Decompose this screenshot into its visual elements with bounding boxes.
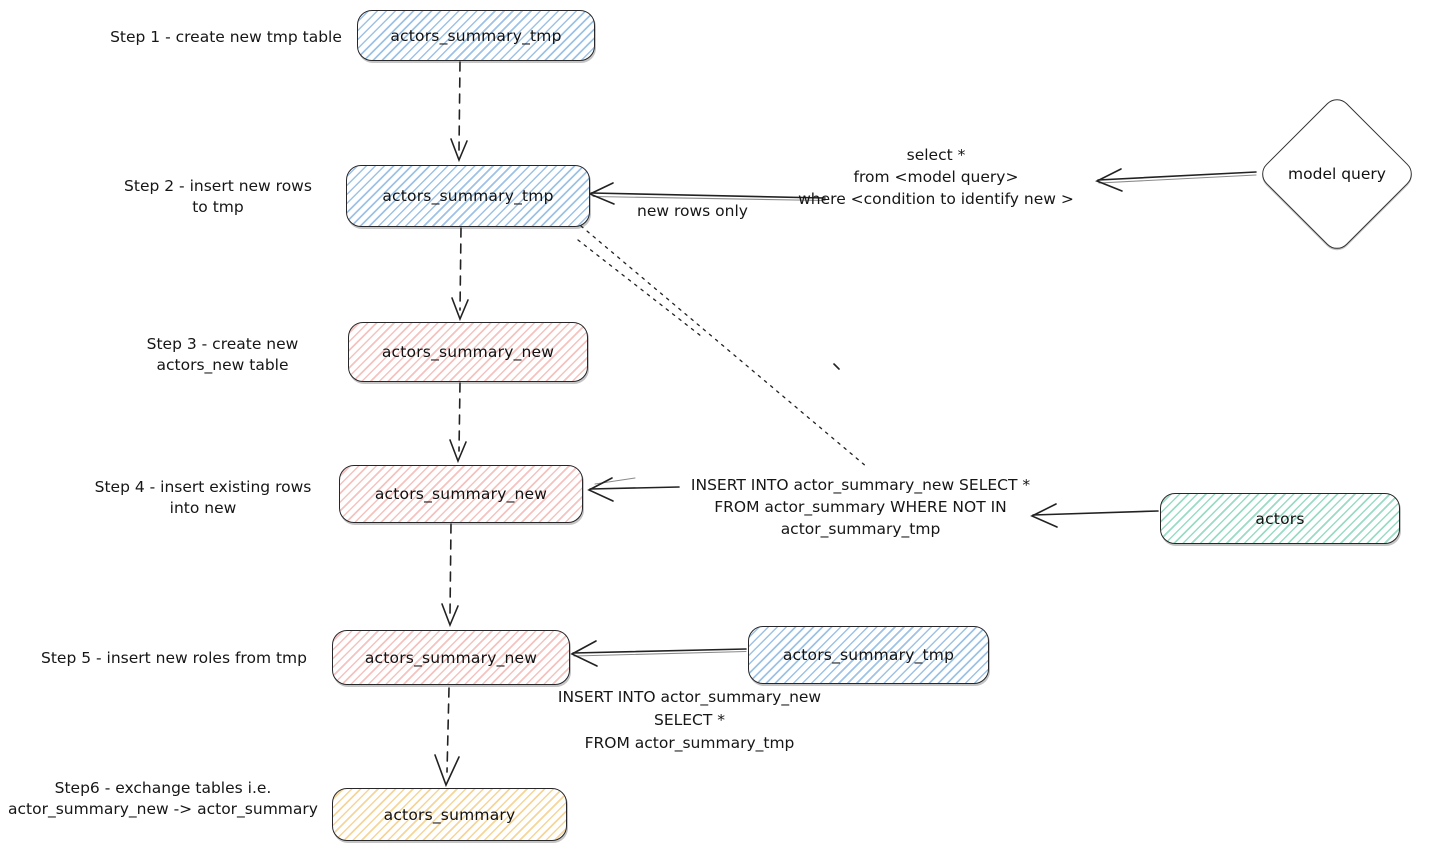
annotation-new-rows-only: new rows only <box>637 202 748 220</box>
connector-step2-step3 <box>451 227 469 322</box>
node-label: actors_summary_tmp <box>390 26 562 45</box>
arrow-actors-to-insert <box>1030 503 1159 528</box>
node-label: actors_summary_new <box>381 343 555 361</box>
node-label: actors_summary_new <box>364 648 538 667</box>
node-model-query: model query <box>1256 93 1418 255</box>
step2-label: Step 2 - insert new rows to tmp <box>124 177 312 216</box>
step1-label: Step 1 - create new tmp table <box>110 28 342 46</box>
node-actors-summary-tmp-step1: actors_summary_tmp <box>357 10 595 61</box>
connector-step1-step2 <box>450 61 468 163</box>
node-actors-summary-step6: actors_summary <box>332 788 567 841</box>
connector-step5-step6 <box>434 687 460 788</box>
annotation-insert-existing-sql: INSERT INTO actor_summary_new SELECT * F… <box>690 476 1031 538</box>
node-label: model query <box>1288 165 1386 183</box>
node-actors-summary-tmp-step2: actors_summary_tmp <box>346 165 590 227</box>
node-actors-summary-new-step4: actors_summary_new <box>339 465 583 523</box>
step5-label: Step 5 - insert new roles from tmp <box>41 649 307 667</box>
node-label: actors_summary <box>383 805 516 824</box>
node-actors-source: actors <box>1160 493 1400 544</box>
node-label: actors_summary_tmp <box>782 646 955 664</box>
node-actors-summary-new-step5: actors_summary_new <box>332 630 570 685</box>
arrow-insert-to-new <box>587 477 680 502</box>
annotation-insert-new-sql: INSERT INTO actor_summary_new SELECT * F… <box>557 688 822 752</box>
node-label: actors_summary_new <box>374 485 548 503</box>
step6-label: Step6 - exchange tables i.e. actor_summa… <box>8 779 318 818</box>
annotation-model-select-sql: select * from <model query> where <condi… <box>798 146 1074 208</box>
node-label: actors <box>1255 509 1305 528</box>
step4-label: Step 4 - insert existing rows into new <box>94 478 312 517</box>
arrow-modelquery-to-select <box>1095 168 1257 192</box>
arrow-tmp-to-step5 <box>570 640 747 667</box>
node-actors-summary-new-step3: actors_summary_new <box>348 322 588 382</box>
connector-step3-step4 <box>449 382 467 464</box>
step3-label: Step 3 - create new actors_new table <box>146 335 299 374</box>
dotted-reference-lines <box>577 225 868 468</box>
node-label: actors_summary_tmp <box>382 187 554 205</box>
connector-step4-step5 <box>441 523 459 628</box>
node-actors-summary-tmp-source: actors_summary_tmp <box>748 626 989 684</box>
